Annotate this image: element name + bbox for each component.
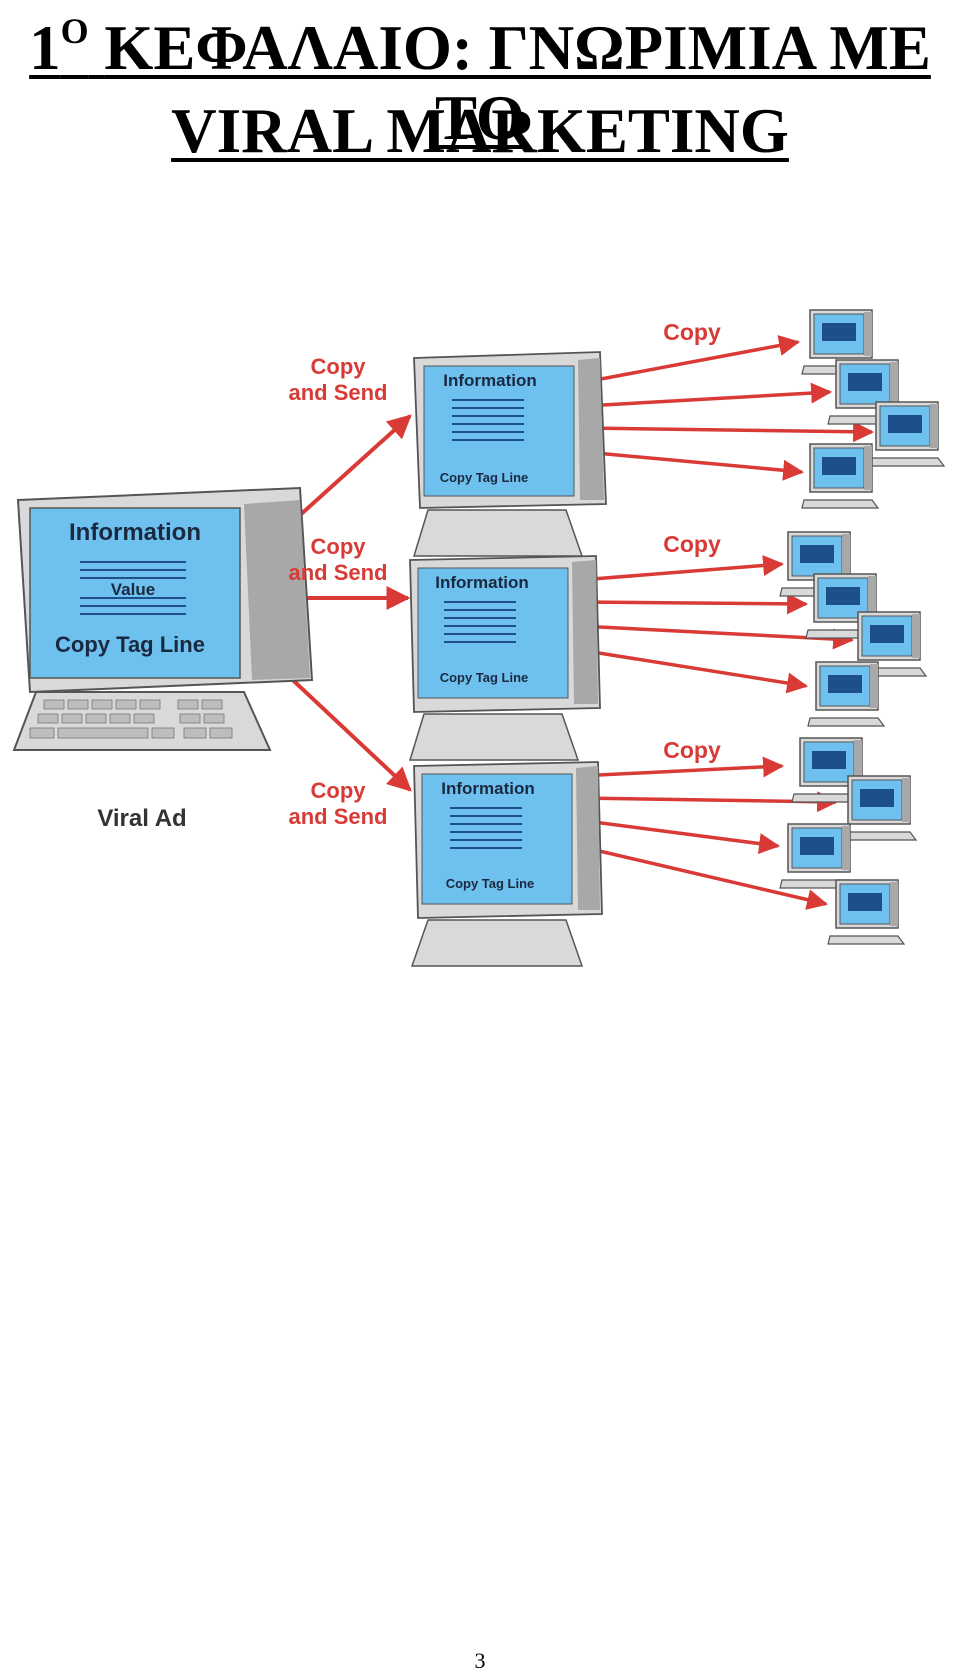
mid-computer-middle: Information Copy Tag Line (408, 555, 601, 761)
mid-bottom-tagline: Copy Tag Line (446, 876, 535, 891)
chapter-heading-line1: 1O ΚΕΦΑΛΑΙΟ: ΓΝΩΡΙΜΙΑ ΜΕ ΤΟ (0, 0, 960, 153)
send-label-bottom-2: and Send (288, 804, 387, 829)
source-screen-tagline: Copy Tag Line (55, 632, 205, 657)
send-labels: Copy and Send Copy and Send Copy and Sen… (288, 354, 387, 829)
source-computer: Information Value Copy Tag Line Viral Ad (12, 486, 314, 832)
mid-middle-title: Information (435, 573, 529, 592)
copy-label-top: Copy (663, 319, 721, 345)
mid-middle-tagline: Copy Tag Line (440, 670, 529, 685)
send-label-top-1: Copy (311, 354, 367, 379)
source-caption: Viral Ad (97, 805, 186, 832)
source-screen-value: Value (111, 580, 155, 599)
source-screen-title: Information (69, 519, 201, 546)
recipient-computers (779, 309, 945, 945)
send-label-top-2: and Send (288, 380, 387, 405)
send-label-bottom-1: Copy (311, 778, 367, 803)
page-number: 3 (474, 1648, 486, 1673)
mid-top-tagline: Copy Tag Line (440, 470, 529, 485)
chapter-number-superscript: O (60, 11, 89, 51)
send-label-mid-2: and Send (288, 560, 387, 585)
copy-arrows (577, 335, 875, 910)
mid-bottom-title: Information (441, 779, 535, 798)
chapter-title-text-2: VIRAL MARKETING (171, 96, 789, 166)
copy-label-middle: Copy (663, 531, 721, 557)
mid-computer-top: Information Copy Tag Line (412, 351, 607, 557)
chapter-heading-line2: VIRAL MARKETING (0, 96, 960, 166)
mid-computer-bottom: Information Copy Tag Line (410, 761, 603, 967)
viral-marketing-diagram: Information Value Copy Tag Line Viral Ad… (12, 309, 945, 967)
send-label-mid-1: Copy (311, 534, 367, 559)
copy-label-bottom: Copy (663, 737, 721, 763)
chapter-title-text: ΚΕΦΑΛΑΙΟ: ΓΝΩΡΙΜΙΑ ΜΕ ΤΟ (104, 13, 931, 153)
chapter-number: 1 (29, 13, 61, 83)
copy-labels: Copy Copy Copy (663, 319, 721, 763)
mid-top-title: Information (443, 371, 537, 390)
